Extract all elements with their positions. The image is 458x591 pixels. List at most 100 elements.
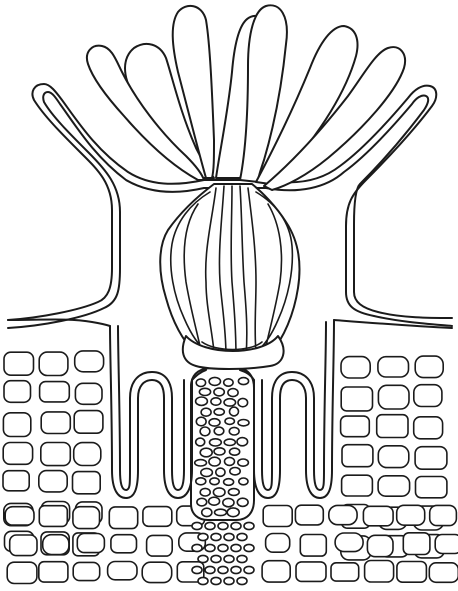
small-cell (209, 457, 220, 466)
tissue-cell (300, 535, 326, 557)
small-cell (192, 566, 202, 573)
tissue-cell (367, 535, 393, 556)
tissue-cell (74, 411, 103, 434)
tissue-cell (341, 416, 370, 437)
tissue-cell (4, 381, 31, 403)
small-cell (224, 555, 234, 562)
small-cell (213, 488, 225, 497)
small-cell (209, 497, 220, 505)
tissue-cell (416, 477, 447, 498)
tissue-cell (39, 506, 67, 527)
tissue-cell (295, 505, 323, 525)
small-cell (211, 398, 221, 405)
small-cell (202, 508, 212, 516)
tissue-cell (429, 563, 458, 583)
tissue-cell (75, 351, 104, 372)
small-cell (218, 566, 228, 573)
small-cell (224, 479, 234, 486)
small-cell (218, 522, 228, 529)
tissue-cell (329, 505, 357, 524)
tissue-cell (3, 471, 29, 491)
small-cell (237, 498, 248, 506)
tissue-cell (75, 383, 102, 404)
small-cell (237, 438, 248, 446)
small-cell (239, 478, 248, 485)
small-cell (197, 498, 207, 506)
small-cell (238, 398, 248, 406)
small-cell (196, 438, 205, 446)
small-cell (224, 379, 233, 386)
tissue-cell (365, 561, 394, 583)
tissue-cell (363, 506, 393, 526)
tissue-cell (40, 382, 70, 402)
tissue-cell (415, 447, 447, 470)
small-cell (210, 439, 222, 446)
small-cell (244, 522, 254, 529)
tissue-cell (10, 535, 37, 556)
small-cell (205, 544, 215, 551)
small-cell (225, 418, 234, 424)
tissue-cell (73, 507, 100, 529)
tissue-cell (41, 412, 70, 434)
tissue-cell (378, 385, 409, 409)
tissue-cell (39, 562, 68, 582)
small-cell (209, 377, 220, 385)
small-cell (231, 544, 241, 551)
small-cell (237, 577, 247, 584)
tissue-cell (342, 445, 373, 467)
small-cell (224, 533, 234, 540)
tissue-cell (4, 352, 34, 375)
small-cell (214, 409, 224, 416)
tissue-cell (143, 507, 172, 527)
small-cell (238, 459, 249, 466)
small-cell (205, 522, 215, 529)
tissue-cell (263, 506, 292, 527)
small-cell (198, 555, 208, 562)
small-cell (195, 460, 207, 466)
small-cell (200, 427, 210, 436)
small-cell (244, 566, 254, 573)
small-cell (238, 378, 248, 385)
small-cell (237, 533, 247, 540)
small-cell (200, 488, 210, 496)
tissue-cell (397, 505, 425, 525)
small-cell (209, 419, 220, 426)
central-crypt (191, 368, 254, 585)
small-cell (214, 388, 224, 396)
small-cell (230, 448, 240, 455)
tissue-cell (335, 533, 363, 552)
small-cell (216, 468, 225, 476)
tissue-cells-right (341, 356, 447, 560)
small-cell (231, 522, 241, 529)
small-cell (196, 397, 208, 405)
small-cell (230, 468, 240, 475)
small-cell (224, 399, 236, 406)
tissue-cell (435, 535, 458, 554)
tissue-cell (414, 417, 443, 439)
tissue-cell (7, 562, 37, 583)
small-cell (214, 427, 224, 435)
small-cell (196, 478, 206, 485)
small-cell (192, 544, 202, 551)
small-cell (199, 388, 210, 395)
small-cell (238, 420, 249, 426)
small-cell (228, 489, 239, 496)
tissue-cell (378, 357, 409, 377)
small-cell (223, 498, 234, 506)
small-cell (215, 509, 227, 515)
small-cell (231, 566, 241, 573)
tissue-cell (3, 443, 32, 465)
tissue-cell (331, 563, 359, 581)
small-cell (192, 522, 202, 529)
tissue-cell (430, 505, 457, 525)
small-cell (205, 566, 215, 573)
tissue-cell (403, 533, 430, 555)
small-cell (200, 448, 212, 457)
small-cell (224, 439, 235, 445)
invagination-1 (110, 326, 192, 498)
tissue-cell (39, 471, 67, 492)
tissue-cell (39, 352, 68, 375)
small-cell (230, 407, 239, 416)
